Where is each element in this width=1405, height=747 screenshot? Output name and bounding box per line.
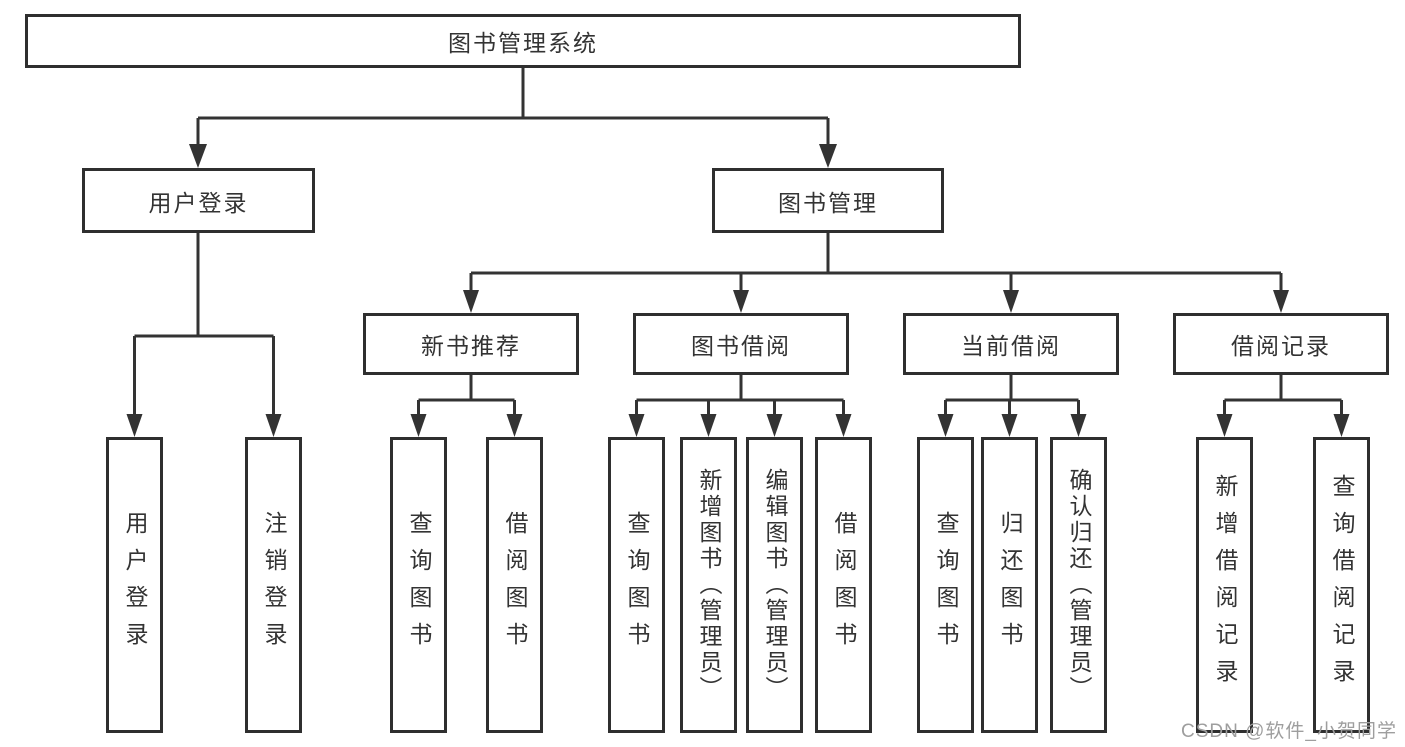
leaf-confirm-return-admin: 确认归还（管理员） (1050, 437, 1107, 733)
node-borrowing-records: 借阅记录 (1173, 313, 1389, 375)
node-book-borrowing: 图书借阅 (633, 313, 849, 375)
node-label: 图书借阅 (691, 333, 791, 359)
arrow-down-icon (1216, 414, 1233, 437)
arrow-down-icon (410, 414, 427, 437)
arrow-down-icon (506, 414, 523, 437)
node-book-management: 图书管理 (712, 168, 944, 233)
arrow-down-icon (126, 414, 143, 437)
node-label: 图书管理系统 (448, 30, 598, 56)
arrow-down-icon (189, 144, 207, 168)
arrow-down-icon (265, 414, 282, 437)
csdn-watermark: CSDN @软件_小贺同学 (1181, 721, 1397, 742)
leaf-query-borrow-record: 查询借阅记录 (1313, 437, 1370, 733)
edge-root-to-level2 (196, 68, 830, 156)
arrow-down-icon (1070, 414, 1087, 437)
leaf-edit-books-admin: 编辑图书（管理员） (746, 437, 803, 733)
leaf-borrow-books: 借阅图书 (486, 437, 543, 733)
arrow-down-icon (1003, 290, 1019, 313)
node-label: 用户登录 (148, 189, 249, 216)
arrow-down-icon (1333, 414, 1350, 437)
edge-book-mgmt-to-level3 (469, 233, 1283, 301)
leaf-label: 用户登录 (122, 511, 148, 659)
leaf-label: 查询图书 (624, 511, 650, 659)
leaf-label: 编辑图书（管理员） (762, 468, 788, 702)
node-label: 当前借阅 (961, 333, 1061, 359)
leaf-logout: 注销登录 (245, 437, 302, 733)
leaf-user-login: 用户登录 (106, 437, 163, 733)
leaf-label: 借阅图书 (502, 511, 528, 659)
leaf-label: 查询图书 (406, 511, 432, 659)
arrow-down-icon (1273, 290, 1289, 313)
edge-current-borrow-to-leaves (944, 375, 1080, 425)
leaf-query-books: 查询图书 (917, 437, 974, 733)
leaf-label: 确认归还（管理员） (1066, 468, 1092, 702)
leaf-label: 新增图书（管理员） (696, 468, 722, 702)
leaf-label: 查询图书 (933, 511, 959, 659)
node-user-login: 用户登录 (82, 168, 315, 233)
node-library-management-system: 图书管理系统 (25, 14, 1021, 68)
leaf-return-books: 归还图书 (981, 437, 1038, 733)
edge-book-borrow-to-leaves (635, 375, 845, 425)
arrow-down-icon (937, 414, 954, 437)
node-label: 新书推荐 (421, 333, 521, 359)
arrow-down-icon (1001, 414, 1018, 437)
node-new-book-recommendation: 新书推荐 (363, 313, 579, 375)
arrow-down-icon (628, 414, 645, 437)
node-current-borrowing: 当前借阅 (903, 313, 1119, 375)
leaf-query-books: 查询图书 (608, 437, 665, 733)
arrow-down-icon (835, 414, 852, 437)
arrow-down-icon (819, 144, 837, 168)
leaf-label: 归还图书 (997, 511, 1023, 659)
edge-borrow-record-to-leaves (1223, 375, 1343, 425)
leaf-label: 注销登录 (261, 511, 287, 659)
arrow-down-icon (733, 290, 749, 313)
leaf-add-borrow-record: 新增借阅记录 (1196, 437, 1253, 733)
node-label: 借阅记录 (1231, 333, 1331, 359)
edge-user-login-to-leaves (133, 233, 275, 425)
arrow-down-icon (463, 290, 479, 313)
leaf-borrow-books: 借阅图书 (815, 437, 872, 733)
leaf-label: 新增借阅记录 (1212, 474, 1238, 696)
node-label: 图书管理 (778, 189, 878, 216)
leaf-label: 查询借阅记录 (1329, 474, 1355, 696)
leaf-query-books: 查询图书 (390, 437, 447, 733)
leaf-label: 借阅图书 (831, 511, 857, 659)
leaf-add-books-admin: 新增图书（管理员） (680, 437, 737, 733)
arrow-down-icon (700, 414, 717, 437)
arrow-down-icon (766, 414, 783, 437)
edge-new-book-to-leaves (417, 375, 516, 425)
